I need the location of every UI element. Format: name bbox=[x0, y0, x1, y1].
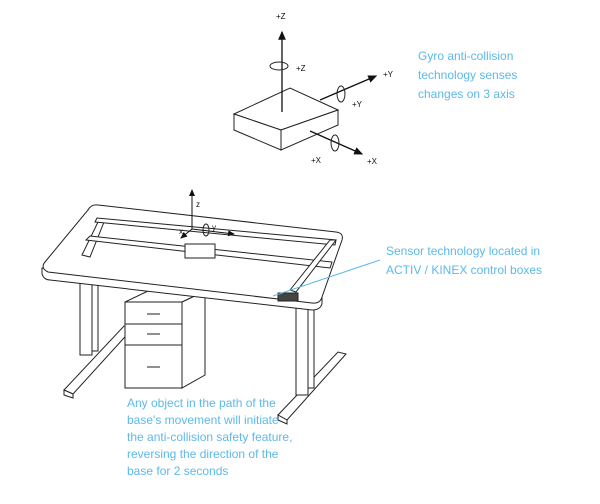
desk-y-label: y bbox=[212, 223, 216, 232]
y-axis-arrow bbox=[319, 75, 378, 101]
desk-rotation-icon bbox=[202, 223, 210, 237]
gyro-box bbox=[232, 87, 340, 151]
gyro-caption-line: changes on 3 axis bbox=[418, 87, 515, 101]
desk-x-label: x bbox=[179, 227, 183, 236]
sensor-caption-line: ACTIV / KINEX control boxes bbox=[386, 263, 543, 277]
desk-x-axis bbox=[180, 228, 193, 239]
collision-caption-line: base's movement will initiate bbox=[127, 413, 279, 427]
x-axis-arrow bbox=[309, 130, 364, 155]
collision-caption: Any object in the path of the base's mov… bbox=[127, 395, 292, 480]
collision-caption-line: the anti-collision safety feature, bbox=[127, 430, 293, 444]
desk bbox=[41, 204, 347, 425]
z-top-label: +Z bbox=[276, 12, 286, 21]
collision-caption-line: Any object in the path of the bbox=[127, 396, 276, 410]
sensor-caption-line: Sensor technology located in bbox=[386, 244, 541, 258]
gyro-caption-line: Gyro anti-collision bbox=[418, 49, 514, 63]
desk-z-label: z bbox=[196, 200, 200, 209]
gyro-caption-line: technology senses bbox=[418, 68, 518, 82]
rotation-icon bbox=[269, 61, 346, 152]
sensor-leader-line bbox=[272, 259, 381, 297]
y-axis-label: +Y bbox=[383, 70, 394, 79]
x-axis-label: +X bbox=[367, 157, 378, 166]
desk-y-axis bbox=[191, 228, 235, 237]
gyro-caption: Gyro anti-collision technology senses ch… bbox=[418, 47, 517, 104]
sensor-caption: Sensor technology located in ACTIV / KIN… bbox=[386, 242, 542, 280]
collision-caption-line: base for 2 seconds bbox=[127, 464, 229, 478]
y-rot-label: +Y bbox=[352, 100, 363, 109]
collision-caption-line: reversing the direction of the bbox=[127, 447, 279, 461]
z-rot-label: +Z bbox=[296, 64, 306, 73]
x-rot-label: +X bbox=[311, 156, 322, 165]
